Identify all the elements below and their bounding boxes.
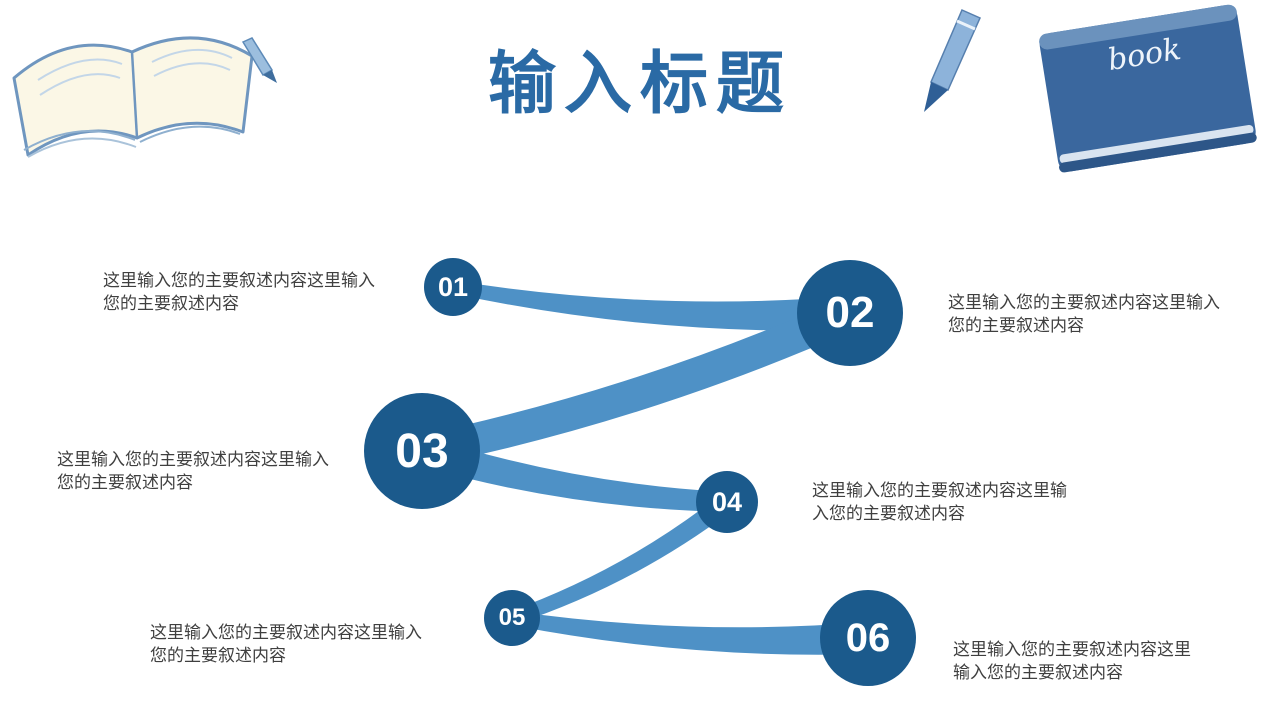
step-text-02[interactable]: 这里输入您的主要叙述内容这里输入您的主要叙述内容 xyxy=(948,293,1220,335)
step-text-04[interactable]: 这里输入您的主要叙述内容这里输入您的主要叙述内容 xyxy=(812,481,1067,523)
step-number: 04 xyxy=(711,486,743,517)
slide-title[interactable]: 输入标题 xyxy=(487,46,792,122)
step-circle-06[interactable]: 06 xyxy=(820,590,916,686)
connector-ribbon xyxy=(508,493,732,625)
step-circle-05[interactable]: 05 xyxy=(484,590,540,646)
connector-ribbon xyxy=(417,296,856,467)
step-text-03[interactable]: 这里输入您的主要叙述内容这里输入您的主要叙述内容 xyxy=(57,450,329,492)
step-circle-03[interactable]: 03 xyxy=(364,393,480,509)
step-circle-01[interactable]: 01 xyxy=(424,258,482,316)
step-text-01[interactable]: 这里输入您的主要叙述内容这里输入您的主要叙述内容 xyxy=(103,271,375,313)
connector-ribbon xyxy=(511,611,869,655)
connector-ribbon xyxy=(419,436,729,512)
step-number: 05 xyxy=(498,604,526,631)
step-text-05[interactable]: 这里输入您的主要叙述内容这里输入您的主要叙述内容 xyxy=(150,623,422,665)
step-number: 06 xyxy=(845,615,891,660)
step-number: 02 xyxy=(825,288,875,337)
step-text-06[interactable]: 这里输入您的主要叙述内容这里输入您的主要叙述内容 xyxy=(953,640,1191,682)
step-number: 03 xyxy=(395,424,449,478)
connector-ribbon xyxy=(452,280,852,331)
step-circle-02[interactable]: 02 xyxy=(797,260,903,366)
step-circle-04[interactable]: 04 xyxy=(696,471,758,533)
step-number: 01 xyxy=(437,271,469,302)
